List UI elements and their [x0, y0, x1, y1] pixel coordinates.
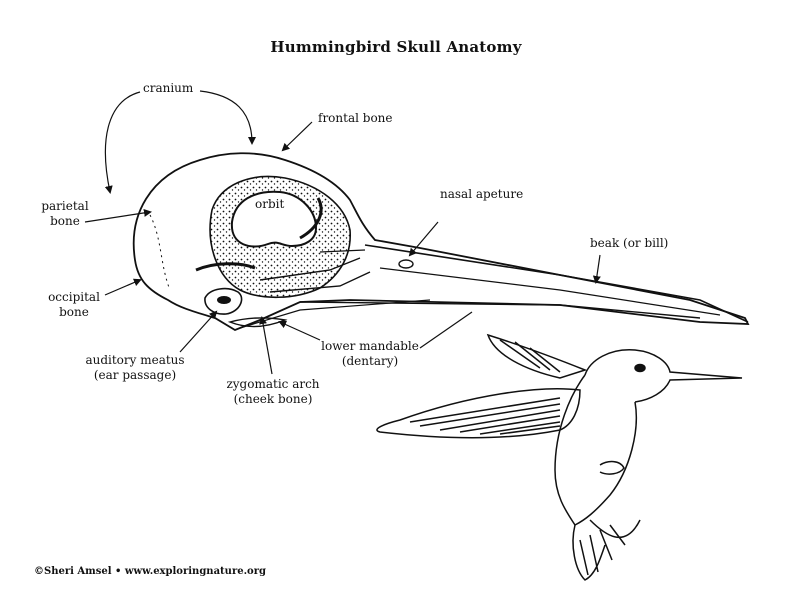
label-mandable-line2: (dentary)	[341, 354, 399, 368]
label-parietal-bone: parietal bone	[40, 199, 90, 229]
label-occipital-line2: bone	[59, 305, 89, 319]
cranium-outline	[132, 152, 750, 332]
credit-line: ©Sheri Amsel • www.exploringnature.org	[34, 566, 266, 577]
label-orbit: orbit	[255, 197, 285, 211]
label-parietal-line1: parietal	[41, 199, 89, 213]
label-auditory-meatus: auditory meatus (ear passage)	[85, 353, 185, 383]
label-zygomatic-arch: zygomatic arch (cheek bone)	[218, 377, 328, 407]
label-parietal-line2: bone	[50, 214, 80, 228]
page-title: Hummingbird Skull Anatomy	[270, 38, 522, 56]
cranium-arrow-right	[199, 90, 256, 145]
label-beak: beak (or bill)	[590, 236, 669, 250]
beak-upper	[364, 244, 749, 323]
label-lower-mandable: lower mandable (dentary)	[320, 339, 420, 369]
label-auditory-line1: auditory meatus	[85, 353, 185, 367]
ear-passage	[204, 287, 243, 315]
label-auditory-line2: (ear passage)	[93, 368, 177, 382]
label-occipital-line1: occipital	[48, 290, 100, 304]
nasal-arrow	[408, 221, 439, 257]
beak-arrow	[592, 254, 601, 284]
mandible-arrow	[278, 320, 321, 341]
frontal-arrow	[281, 121, 313, 152]
nasal-aperture	[398, 259, 414, 269]
zygomatic-arrow	[259, 316, 273, 375]
hummingbird-illustration	[376, 333, 743, 581]
label-cranium: cranium	[143, 81, 194, 95]
occipital-arrow	[104, 278, 142, 296]
label-frontal-bone: frontal bone	[318, 111, 393, 125]
cranium-arrow-left	[104, 91, 141, 194]
label-occipital-bone: occipital bone	[44, 290, 104, 320]
auditory-arrow	[179, 310, 218, 353]
parietal-arrow	[84, 208, 152, 223]
mandible-arrow-right	[419, 311, 473, 349]
label-nasal-apeture: nasal apeture	[440, 187, 524, 201]
cheek-bone	[227, 317, 288, 328]
label-mandable-line1: lower mandable	[321, 339, 419, 353]
label-zygomatic-line1: zygomatic arch	[226, 377, 320, 391]
label-zygomatic-line2: (cheek bone)	[233, 392, 313, 406]
